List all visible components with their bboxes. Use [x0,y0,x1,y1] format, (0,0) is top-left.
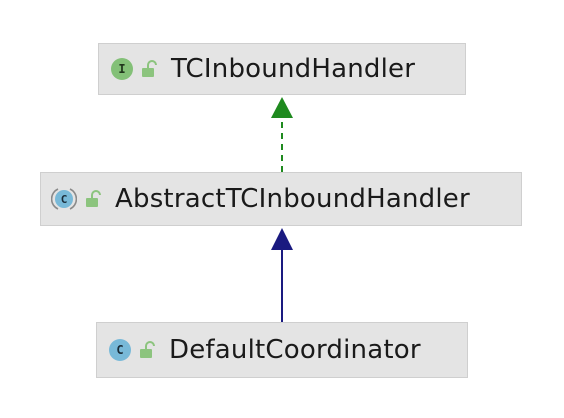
implements-arrowhead [271,97,293,118]
abstract-bracket-icon [51,188,77,210]
node-label: DefaultCoordinator [169,335,421,365]
node-defaultcoordinator[interactable]: C DefaultCoordinator [96,322,468,378]
class-icon: C [109,339,131,361]
node-abstracttcinboundhandler[interactable]: C AbstractTCInboundHandler [40,172,522,226]
public-lock-icon [140,341,155,358]
interface-icon: I [111,58,133,80]
node-label: AbstractTCInboundHandler [115,184,470,214]
class-letter-badge: C [55,190,73,208]
extends-arrowhead [271,228,293,250]
abstract-class-icon: C [51,186,77,212]
node-tcinboundhandler[interactable]: I TCInboundHandler [98,43,466,95]
public-lock-icon [142,60,157,77]
node-label: TCInboundHandler [171,54,416,84]
public-lock-icon [86,190,101,207]
